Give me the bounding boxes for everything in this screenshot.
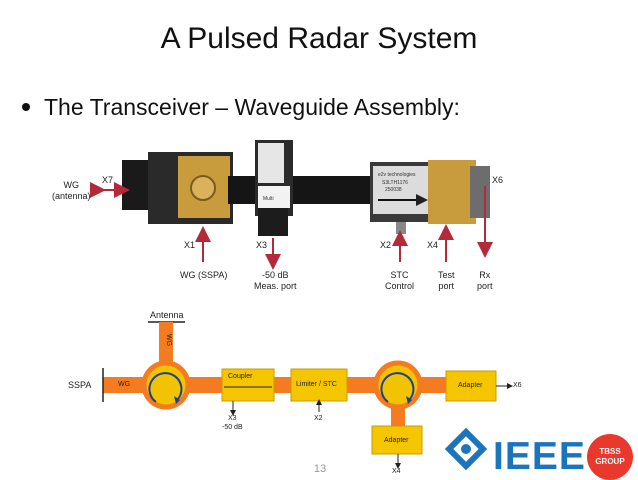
diagram-label-coupler: Coupler (228, 373, 253, 380)
photo-right-label (373, 166, 429, 214)
slide-title: A Pulsed Radar System (160, 22, 478, 55)
photo-switch-label (258, 143, 284, 183)
label-x3: X3 (256, 240, 268, 250)
adapter-bottom-block (371, 425, 423, 455)
photo-right-brass (428, 160, 476, 224)
diagram-label-x3: X3 (228, 415, 237, 422)
photo-stc-connector (396, 222, 406, 234)
circulator-1 (141, 360, 191, 410)
photo-left-flange (122, 160, 152, 210)
photo-component-line1: e2v technologies (378, 172, 416, 178)
label-x2: X2 (380, 240, 392, 250)
photo-right-endcap (470, 166, 490, 218)
photo-switch-sticker (258, 186, 290, 208)
diagram-label-adapter-right: Adapter (458, 382, 483, 389)
coupler-block (221, 368, 275, 402)
diagram-label-sspa: SSPA (68, 380, 92, 390)
diagram-label-x4: X4 (392, 468, 401, 475)
diagram-label-x6: X6 (513, 382, 522, 389)
circulator-1-arrow (148, 372, 183, 403)
label-wg-sspa: WG (SSPA) (180, 270, 228, 280)
label-wg-antenna: WG(antenna) (52, 180, 91, 201)
bullet-text: The Transceiver – Waveguide Assembly: (44, 94, 460, 120)
label-x7: X7 (102, 175, 114, 185)
circulator-2 (373, 360, 423, 410)
photo-switch-text: Multi (263, 196, 274, 202)
ieee-logo: IEEE (493, 435, 586, 478)
diagram-label-wg-horizontal: WG (118, 381, 131, 388)
photo-component-line3: 250038 (385, 187, 402, 193)
label-x4: X4 (427, 240, 439, 250)
diagram-label-x2: X2 (314, 415, 323, 422)
diagram-label-minus50: -50 dB (222, 424, 243, 431)
diagram-label-adapter-bottom: Adapter (384, 437, 409, 444)
circulator-2-arrow (380, 372, 415, 403)
photo-component-line2: S3LTH1176 (382, 180, 408, 186)
label-x1: X1 (184, 240, 196, 250)
photo-left-port (190, 175, 216, 201)
diagram-label-limiter: Limiter / STC (296, 381, 337, 388)
page-number: 13 (313, 463, 327, 475)
waveguide-vertical-antenna (159, 322, 173, 364)
bullet-point: The Transceiver – Waveguide Assembly: (22, 94, 460, 121)
diagram-label-wg-vertical: WG (165, 333, 173, 347)
diagram-label-antenna: Antenna (150, 310, 184, 320)
bullet-dot (22, 102, 30, 111)
photo-meas-port-flange (258, 208, 288, 236)
ieee-diamond-icon (444, 427, 488, 471)
label-x6: X6 (492, 175, 504, 185)
